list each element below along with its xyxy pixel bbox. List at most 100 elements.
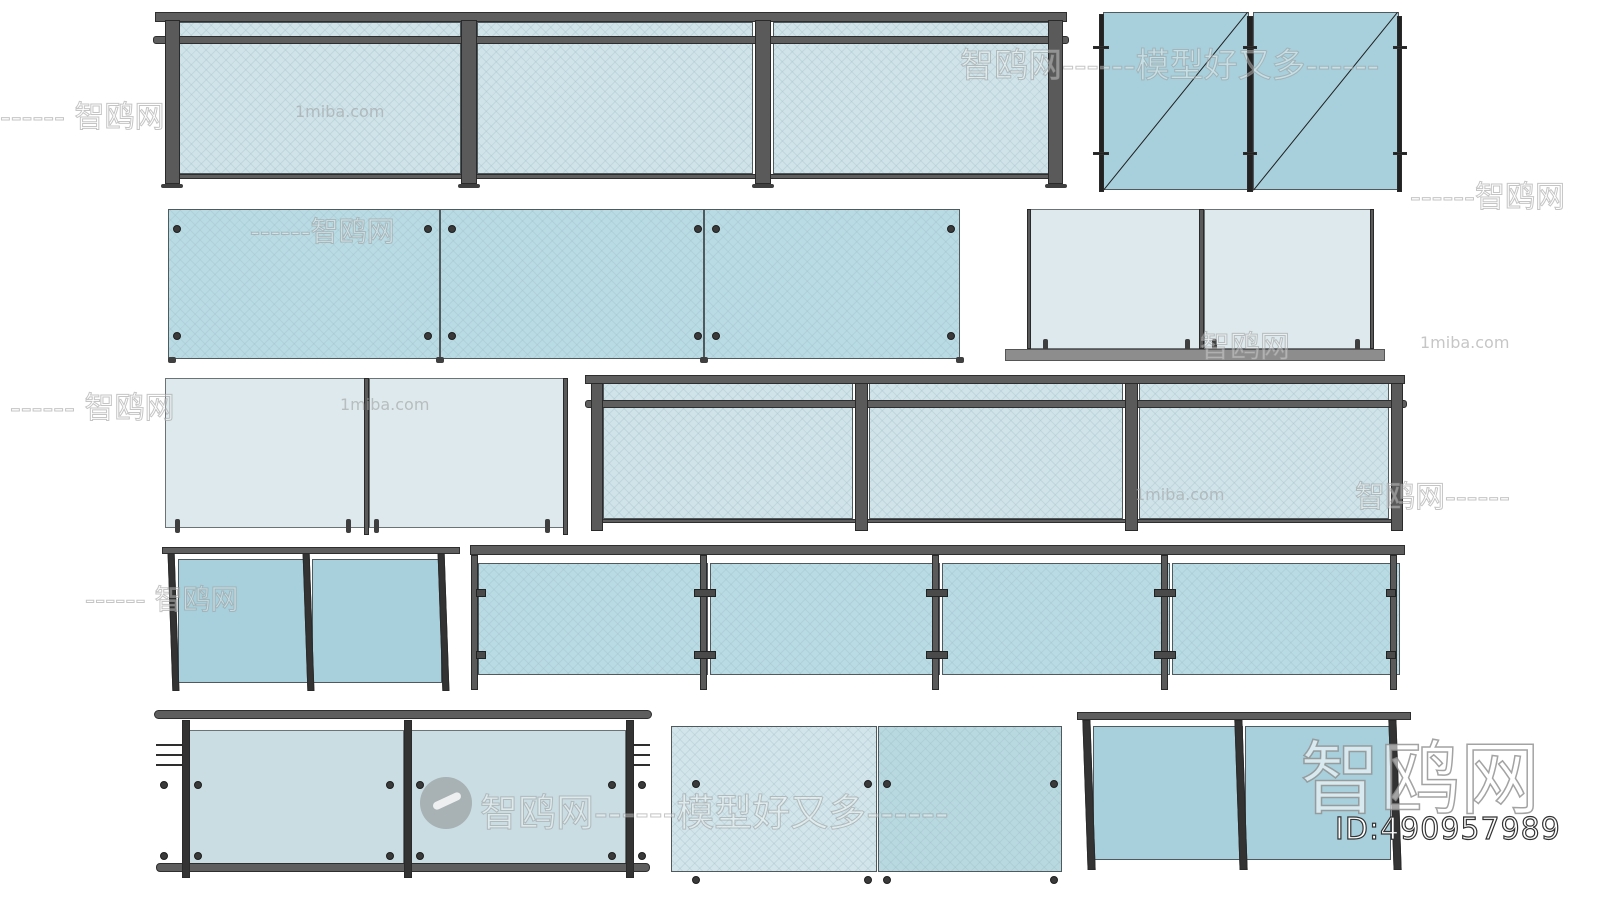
glass-panel <box>165 378 367 528</box>
clamp <box>1185 339 1190 351</box>
post <box>1048 20 1063 184</box>
railing-side-mounted-diagonal <box>1093 12 1407 192</box>
watermark-url: 1miba.com <box>1420 333 1510 352</box>
bottom-rail <box>595 519 1395 523</box>
post <box>626 720 634 878</box>
post <box>855 383 868 531</box>
post <box>932 555 939 690</box>
watermark-site-name: ------ 智鸥网 <box>0 100 165 136</box>
glass-panel <box>704 209 960 359</box>
spigot <box>175 519 180 533</box>
standoff <box>194 781 202 789</box>
glass-panel <box>671 726 877 872</box>
post-base <box>752 184 774 188</box>
standoff <box>638 852 646 860</box>
square-clamp <box>1154 589 1176 597</box>
watermark-site-name: ------ 智鸥网 <box>85 583 240 617</box>
glass-panel <box>440 209 704 359</box>
bracket <box>1093 152 1109 155</box>
side-post <box>1247 16 1253 192</box>
standoff <box>638 781 646 789</box>
bracket <box>1393 46 1407 49</box>
railing-standoff-frameless <box>668 710 1062 884</box>
bottom-rail <box>156 863 650 872</box>
railing-round-rail-bars <box>150 708 655 880</box>
standoff <box>160 852 168 860</box>
post <box>364 378 369 535</box>
glass-panel <box>1093 726 1243 860</box>
standoff <box>883 876 891 884</box>
standoff <box>416 852 424 860</box>
watermark-url: 1miba.com <box>1135 485 1225 504</box>
clamp <box>1355 339 1360 351</box>
point-fixing <box>694 332 702 340</box>
glass-panel <box>186 730 404 870</box>
watermark-site-name: 智鸥网------ <box>1355 480 1511 516</box>
point-fixing <box>173 225 181 233</box>
standoff <box>692 780 700 788</box>
post <box>591 383 603 531</box>
spigot <box>374 519 379 533</box>
post <box>471 555 478 690</box>
standoff <box>608 781 616 789</box>
square-clamp <box>476 651 486 659</box>
post-base <box>161 184 183 188</box>
clamp <box>1212 339 1217 351</box>
base-shoe <box>700 357 708 363</box>
point-fixing <box>947 332 955 340</box>
glass-panel <box>1245 726 1391 860</box>
railing-spigot-frameless <box>160 375 570 535</box>
spigot <box>545 519 550 533</box>
glass-panel <box>179 22 461 174</box>
post <box>461 20 477 184</box>
point-fixing <box>712 332 720 340</box>
railing-handrail-frame-3panel-middle <box>585 375 1407 535</box>
post-base <box>1045 184 1067 188</box>
watermark-url: 1miba.com <box>295 102 385 121</box>
standoff <box>692 876 700 884</box>
post <box>700 555 707 690</box>
watermark-url: 1miba.com <box>340 395 430 414</box>
top-rail <box>155 12 1067 22</box>
point-fixing <box>424 332 432 340</box>
watermark-site-name: 智鸥网------模型好又多------ <box>960 46 1380 87</box>
top-rail <box>1077 712 1411 720</box>
post <box>1370 209 1374 349</box>
concrete-base <box>1005 349 1385 361</box>
base-shoe <box>168 357 176 363</box>
top-rail <box>162 547 460 554</box>
bracket <box>1393 152 1407 155</box>
square-clamp <box>476 589 486 597</box>
watermark-site-name: ------ 智鸥网 <box>10 391 175 427</box>
square-clamp <box>926 651 948 659</box>
post <box>1390 555 1397 690</box>
railing-top-rail-4panel <box>470 545 1405 693</box>
point-fixing <box>424 225 432 233</box>
watermark-site-name: 智鸥网 <box>1200 330 1291 366</box>
watermark-site-name: ------智鸥网 <box>250 215 396 249</box>
glass-panel <box>168 209 440 359</box>
standoff <box>883 780 891 788</box>
standoff <box>1050 876 1058 884</box>
post <box>1199 209 1204 349</box>
glass-panel <box>478 563 708 675</box>
watermark-site-name: ------智鸥网 <box>1410 180 1566 216</box>
square-clamp <box>694 651 716 659</box>
glass-panel <box>1172 563 1400 675</box>
post <box>404 720 412 878</box>
top-rail <box>585 375 1405 384</box>
post <box>182 720 190 878</box>
square-clamp <box>1386 589 1396 597</box>
post <box>1391 383 1403 531</box>
standoff <box>1050 780 1058 788</box>
handrail <box>585 400 1407 408</box>
bottom-rail <box>165 174 1055 179</box>
square-clamp <box>1154 651 1176 659</box>
bracket <box>1243 152 1257 155</box>
post <box>1161 555 1168 690</box>
base-shoe <box>956 357 964 363</box>
square-clamp <box>1386 651 1396 659</box>
clamp <box>1043 339 1048 351</box>
point-fixing <box>712 225 720 233</box>
spigot <box>346 519 351 533</box>
